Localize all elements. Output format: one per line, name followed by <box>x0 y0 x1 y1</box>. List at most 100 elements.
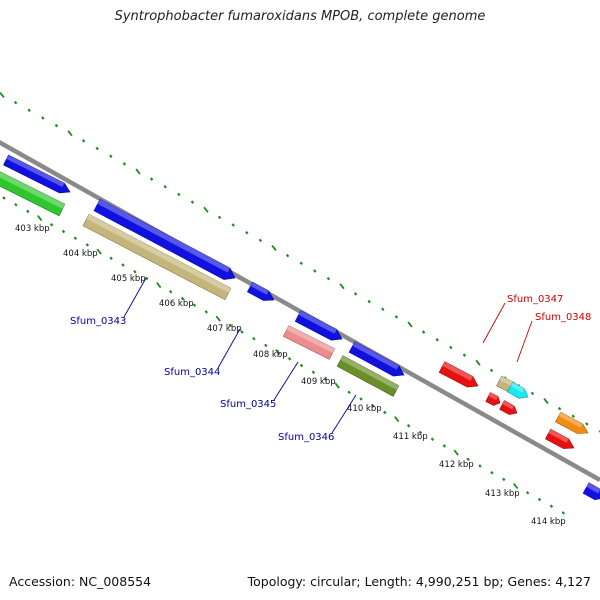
tick-mark <box>466 457 470 462</box>
tick-mark <box>135 168 141 175</box>
tick-mark <box>323 377 328 381</box>
blue-gene-0344 <box>294 310 343 341</box>
green-gene <box>0 171 66 217</box>
pink-gene <box>282 325 336 360</box>
tick-mark <box>561 511 566 515</box>
label-leaders <box>123 277 533 434</box>
tick-mark <box>217 215 222 220</box>
tick-mark <box>406 424 411 428</box>
tick-mark <box>537 497 542 502</box>
tick-mark <box>530 391 535 396</box>
tick-mark <box>109 154 113 158</box>
gene-label: Sfum_0346 <box>278 432 334 443</box>
tick-mark <box>347 390 351 395</box>
blue-gene-0345 <box>348 341 405 377</box>
tick-mark <box>394 416 400 423</box>
tick-mark <box>252 336 256 341</box>
map-title: Syntrophobacter fumaroxidans MPOB, compl… <box>114 9 486 24</box>
gene-label: Sfum_0347 <box>507 294 563 305</box>
tick-mark <box>190 200 195 204</box>
khaki-gene <box>82 213 232 301</box>
tick-mark <box>285 253 290 258</box>
tick-mark <box>231 223 235 227</box>
kbp-label: 404 kbp <box>63 249 98 259</box>
tick-mark <box>81 139 86 143</box>
tick-mark <box>2 196 6 200</box>
accession-label: Accession: NC_008554 <box>9 574 152 589</box>
tick-mark <box>49 223 54 227</box>
tick-mark <box>163 185 167 189</box>
tick-mark <box>245 230 249 235</box>
tick-mark <box>275 349 281 356</box>
tick-mark <box>442 444 447 448</box>
tick-mark <box>421 330 426 334</box>
label-leader-line <box>273 361 299 401</box>
genome-summary: Topology: circular; Length: 4,990,251 bp… <box>247 574 591 589</box>
outer-tick-ring <box>0 91 600 433</box>
red-gene-a <box>438 361 479 388</box>
tick-mark <box>14 202 18 207</box>
tick-mark <box>453 449 459 456</box>
tick-mark <box>543 397 549 405</box>
orange-gene <box>555 411 589 434</box>
tick-mark <box>287 357 292 361</box>
tick-mark <box>371 403 375 408</box>
tick-mark <box>41 116 45 120</box>
genome-backbone <box>0 140 600 482</box>
tick-mark <box>502 477 506 482</box>
tick-mark <box>122 162 127 166</box>
cyan-gene <box>506 381 529 399</box>
tick-mark <box>0 91 5 99</box>
tick-mark <box>489 368 494 373</box>
tick-mark <box>353 292 358 296</box>
tick-mark <box>204 310 209 314</box>
gene-labels: Sfum_0343Sfum_0344Sfum_0345Sfum_0346Sfum… <box>70 294 591 443</box>
tick-mark <box>381 307 385 311</box>
tick-mark <box>73 236 78 240</box>
tick-mark <box>435 338 439 342</box>
tick-mark <box>430 437 435 441</box>
red-gene-c <box>499 400 518 415</box>
kbp-label: 405 kbp <box>111 274 146 284</box>
tick-mark <box>407 321 413 328</box>
tick-mark <box>192 303 197 307</box>
blue-gene-a <box>3 154 71 194</box>
label-leader-line <box>217 328 241 369</box>
tick-mark <box>462 353 467 357</box>
tick-mark <box>54 123 59 128</box>
tick-mark <box>168 290 173 294</box>
tick-mark <box>26 209 30 214</box>
blue-gene-0343 <box>93 198 236 280</box>
kbp-label: 413 kbp <box>485 489 520 499</box>
kbp-label: 414 kbp <box>531 517 566 527</box>
tick-mark <box>383 410 387 415</box>
gene-label: Sfum_0343 <box>70 316 126 327</box>
kbp-label: 407 kbp <box>207 324 242 334</box>
kbp-label: 406 kbp <box>159 299 194 309</box>
tick-mark <box>271 244 277 252</box>
gene-label: Sfum_0345 <box>220 399 276 410</box>
tick-mark <box>37 215 43 222</box>
tick-mark <box>339 283 345 290</box>
blue-gene-edge <box>582 482 600 501</box>
tick-mark <box>180 296 185 301</box>
gene-features <box>0 154 600 501</box>
label-leader-line <box>516 320 533 363</box>
tick-mark <box>525 491 530 495</box>
tick-mark <box>145 276 149 281</box>
gene-label: Sfum_0348 <box>535 312 591 323</box>
tick-mark <box>367 299 371 304</box>
tick-mark <box>177 192 181 197</box>
tick-mark <box>359 397 363 401</box>
tick-mark <box>85 243 90 247</box>
label-leader-line <box>123 277 147 318</box>
tick-mark <box>27 108 31 113</box>
tick-mark <box>313 269 317 273</box>
kbp-label: 403 kbp <box>15 224 50 234</box>
tick-mark <box>326 276 331 281</box>
tick-mark <box>585 422 589 426</box>
tick-mark <box>299 261 303 266</box>
tick-mark <box>449 345 453 350</box>
kbp-label: 409 kbp <box>301 377 336 387</box>
